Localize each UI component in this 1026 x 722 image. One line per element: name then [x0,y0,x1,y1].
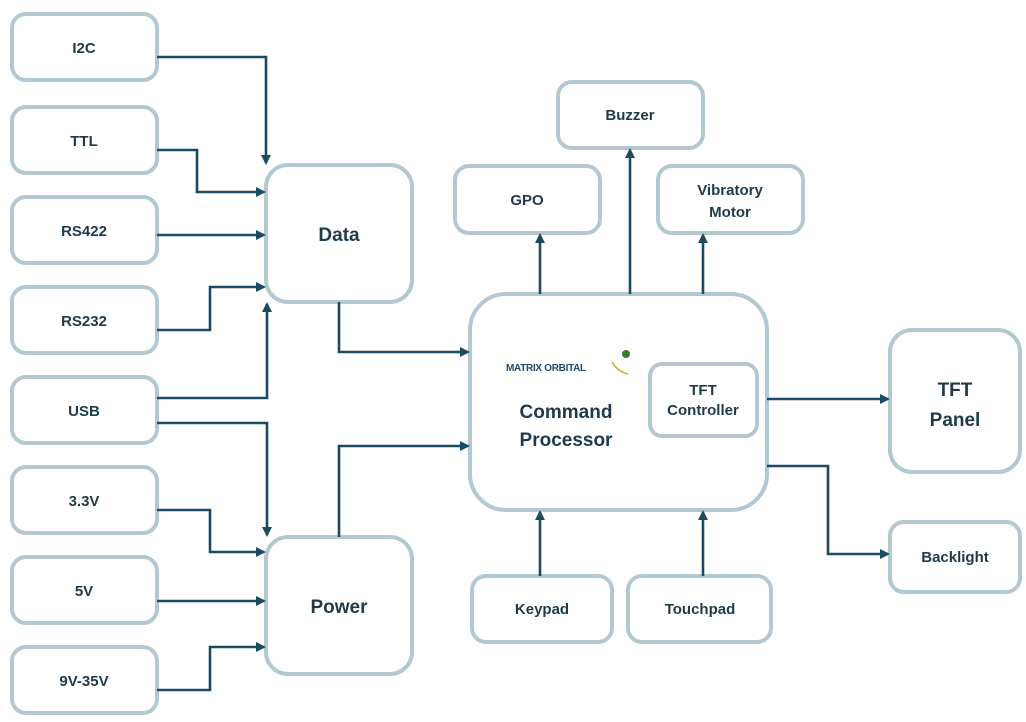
vibratory-motor-label-line2: Motor [709,204,751,221]
rs232-box: RS232 [10,285,159,355]
gpo-block: GPO [453,164,602,235]
rs422-box: RS422 [10,195,159,265]
touchpad-label: Touchpad [665,601,736,618]
keypad-block: Keypad [470,574,614,644]
power-label: Power [310,597,368,618]
usb-label: USB [68,403,100,420]
tft-controller-label-line1: TFT [689,382,717,399]
buzzer-block: Buzzer [556,80,705,150]
v33-box: 3.3V [10,465,159,535]
i2c-to-data-arrow [157,55,271,165]
data-block: Data [264,163,414,304]
command-processor-block: MATRIX ORBITAL Command Processor [468,292,769,512]
v33-to-power-arrow [157,508,266,557]
keypad-label: Keypad [515,601,569,618]
rs232-to-data-arrow [157,282,266,332]
vibratory-motor-block: Vibratory Motor [656,164,805,235]
rs422-label: RS422 [61,223,107,240]
ttl-to-data-arrow [157,148,266,197]
tft-controller-label-line2: Controller [667,402,739,419]
v5-box: 5V [10,555,159,625]
data-label: Data [318,225,360,246]
power-block: Power [264,535,414,676]
tft-panel-label-line1: TFT [938,380,973,401]
gpo-label: GPO [510,192,544,209]
tft-panel-label-line2: Panel [930,410,981,431]
i2c-box: I2C [10,12,159,82]
v935-label: 9V-35V [59,673,108,690]
touchpad-block: Touchpad [626,574,773,644]
backlight-block: Backlight [888,520,1022,594]
usb-box: USB [10,375,159,445]
v935-box: 9V-35V [10,645,159,715]
buzzer-label: Buzzer [605,107,654,124]
command-label-line1: Command [520,402,613,423]
ttl-label: TTL [70,133,98,150]
tft-controller-block: TFT Controller [648,362,759,438]
tft-panel-block: TFT Panel [888,328,1022,474]
command-to-backlight-arrow [767,464,890,559]
rs232-label: RS232 [61,313,107,330]
power-to-command-arrow [337,441,470,537]
v5-label: 5V [75,583,93,600]
v33-label: 3.3V [69,493,100,510]
logo-dot-icon [622,350,630,358]
data-to-command-arrow [337,302,470,357]
command-label-line2: Processor [520,430,614,451]
usb-to-power-arrow [157,421,272,537]
usb-to-data-arrow [157,302,272,400]
backlight-label: Backlight [921,549,989,566]
vibratory-motor-label-line1: Vibratory [697,182,763,199]
matrix-orbital-logo: MATRIX ORBITAL [506,350,630,375]
logo-text: MATRIX ORBITAL [506,363,586,374]
i2c-label: I2C [72,40,96,57]
logo-swoosh [611,361,629,375]
v935-to-power-arrow [157,642,266,692]
ttl-box: TTL [10,105,159,175]
